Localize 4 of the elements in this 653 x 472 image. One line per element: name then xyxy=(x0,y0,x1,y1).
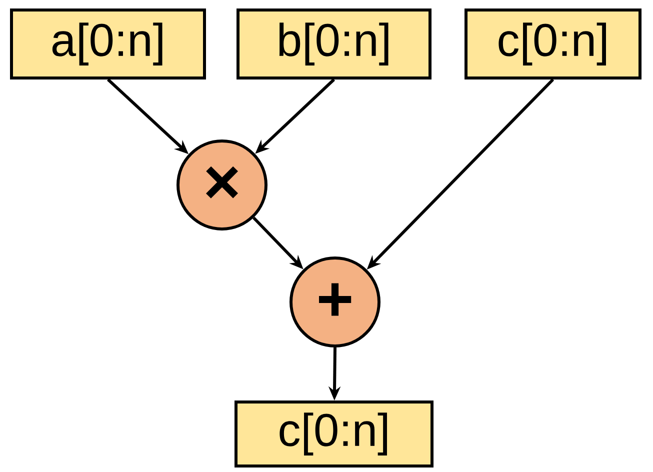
array-box: c[0:n] xyxy=(234,400,434,468)
array-box: a[0:n] xyxy=(10,8,206,80)
array-box: c[0:n] xyxy=(464,8,642,80)
array-box: b[0:n] xyxy=(236,8,432,80)
